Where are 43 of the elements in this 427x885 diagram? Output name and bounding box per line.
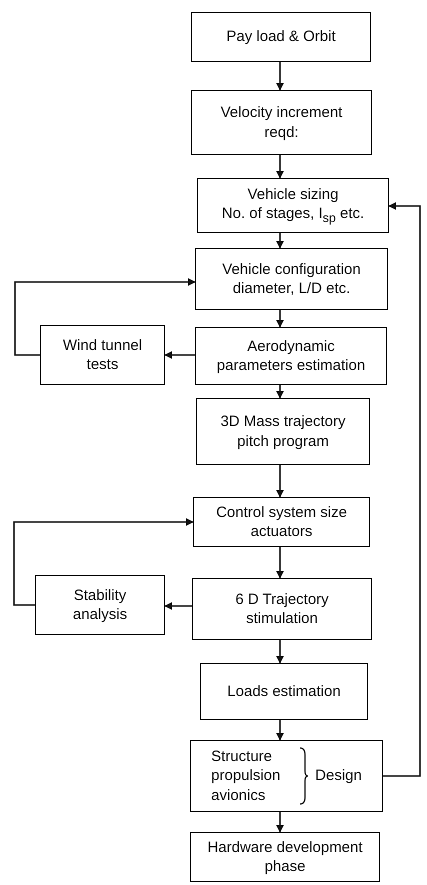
arrow <box>276 720 284 741</box>
box-text: Structure propulsion avionics <box>211 746 282 806</box>
process-box <box>193 497 370 547</box>
box-text: Control system size actuators <box>215 502 348 542</box>
arrow <box>276 547 284 579</box>
arrow <box>276 233 284 249</box>
arrow <box>383 202 421 777</box>
box-text: Pay load & Orbit <box>226 27 336 47</box>
box-text: Velocity increment reqd: <box>220 103 344 142</box>
process-box <box>191 90 372 155</box>
arrow <box>276 465 284 498</box>
process-box <box>195 248 388 310</box>
arrow <box>164 351 195 359</box>
box-text: 3D Mass trajectory pitch program <box>219 412 347 451</box>
box-text: Wind tunnel tests <box>62 336 144 374</box>
box-text: Vehicle sizing <box>248 184 338 204</box>
box-text: Vehicle configuration diameter, L/D etc. <box>221 260 362 298</box>
process-box <box>197 178 389 233</box>
arrow <box>13 518 194 606</box>
arrow <box>14 278 196 356</box>
box-text: Design <box>315 766 362 786</box>
process-box <box>196 398 370 465</box>
box-text: No. of stages, I$_{sp}$ etc. <box>222 204 364 226</box>
process-box <box>190 832 380 882</box>
arrow <box>276 640 284 664</box>
arrow <box>276 155 284 179</box>
process-box <box>200 663 368 720</box>
box-text: 6 D Trajectory stimulation <box>234 590 330 628</box>
process-box <box>192 578 372 640</box>
arrow <box>276 385 284 399</box>
box-text: Stability analysis <box>72 586 128 624</box>
process-box <box>190 740 383 812</box>
process-box <box>195 327 387 385</box>
arrow <box>276 812 284 833</box>
box-text: Loads estimation <box>227 682 341 702</box>
process-box <box>40 325 165 385</box>
process-box <box>35 575 165 635</box>
arrow <box>276 62 284 91</box>
box-text: Hardware development phase <box>206 838 364 876</box>
arrow <box>164 602 192 610</box>
box-text: Aerodynamic parameters estimation <box>216 336 366 376</box>
process-box <box>191 12 371 62</box>
arrow <box>276 310 284 328</box>
